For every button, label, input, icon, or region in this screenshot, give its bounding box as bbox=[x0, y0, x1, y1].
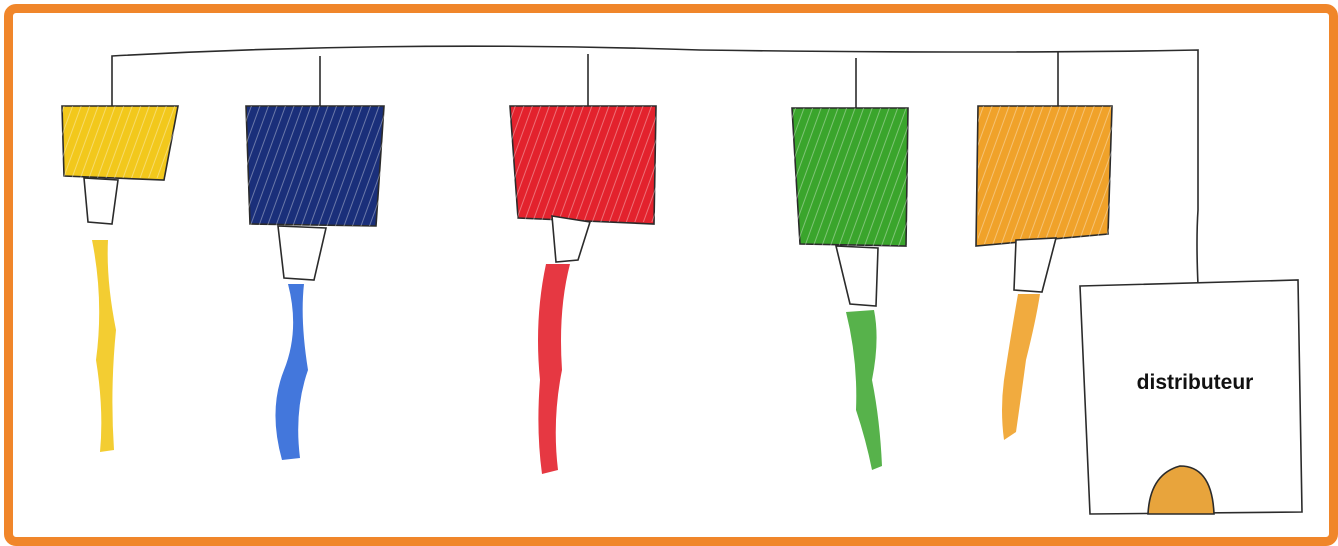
green-dispenser bbox=[792, 108, 908, 470]
orange-stream bbox=[1002, 294, 1040, 440]
red-dispenser bbox=[510, 106, 656, 474]
blue-dispenser bbox=[246, 106, 384, 460]
distributor-box bbox=[1080, 280, 1302, 514]
green-stream bbox=[846, 310, 882, 470]
distributor-label: distributeur bbox=[1100, 371, 1290, 395]
blue-stream bbox=[275, 284, 308, 460]
yellow-dispenser bbox=[62, 106, 178, 452]
yellow-stream bbox=[92, 240, 116, 452]
red-stream bbox=[538, 264, 570, 474]
